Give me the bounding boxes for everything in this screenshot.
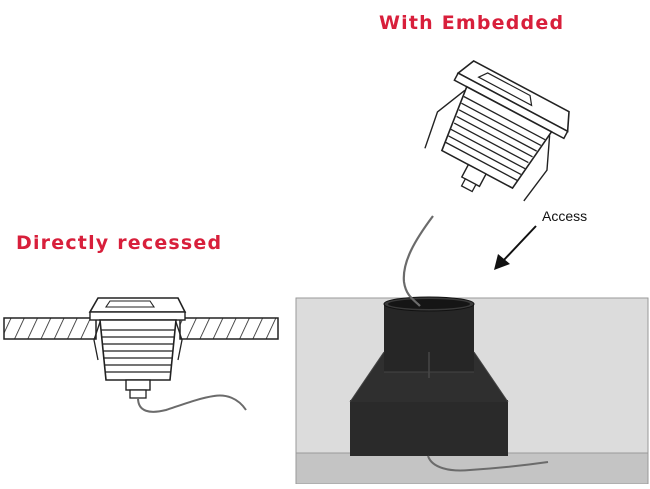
ceiling-slab-right: [179, 317, 279, 340]
ceiling-slab-left: [3, 317, 97, 340]
recessed-cable: [137, 394, 247, 413]
embedded-scene: [295, 60, 649, 485]
embedded-box: [349, 296, 509, 456]
ground-floor-band: [295, 452, 649, 485]
embedded-box-base: [350, 400, 508, 456]
embedded-title: With Embedded: [379, 12, 565, 34]
recessed-scene: [3, 297, 279, 413]
embedded-fixture: [424, 60, 570, 202]
embedded-cable: [402, 215, 434, 307]
recessed-fixture: [88, 297, 187, 399]
access-arrow: [494, 225, 537, 270]
embedded-cable-exit: [427, 455, 549, 472]
recessed-title: Directly recessed: [16, 232, 223, 254]
access-label: Access: [542, 208, 588, 224]
